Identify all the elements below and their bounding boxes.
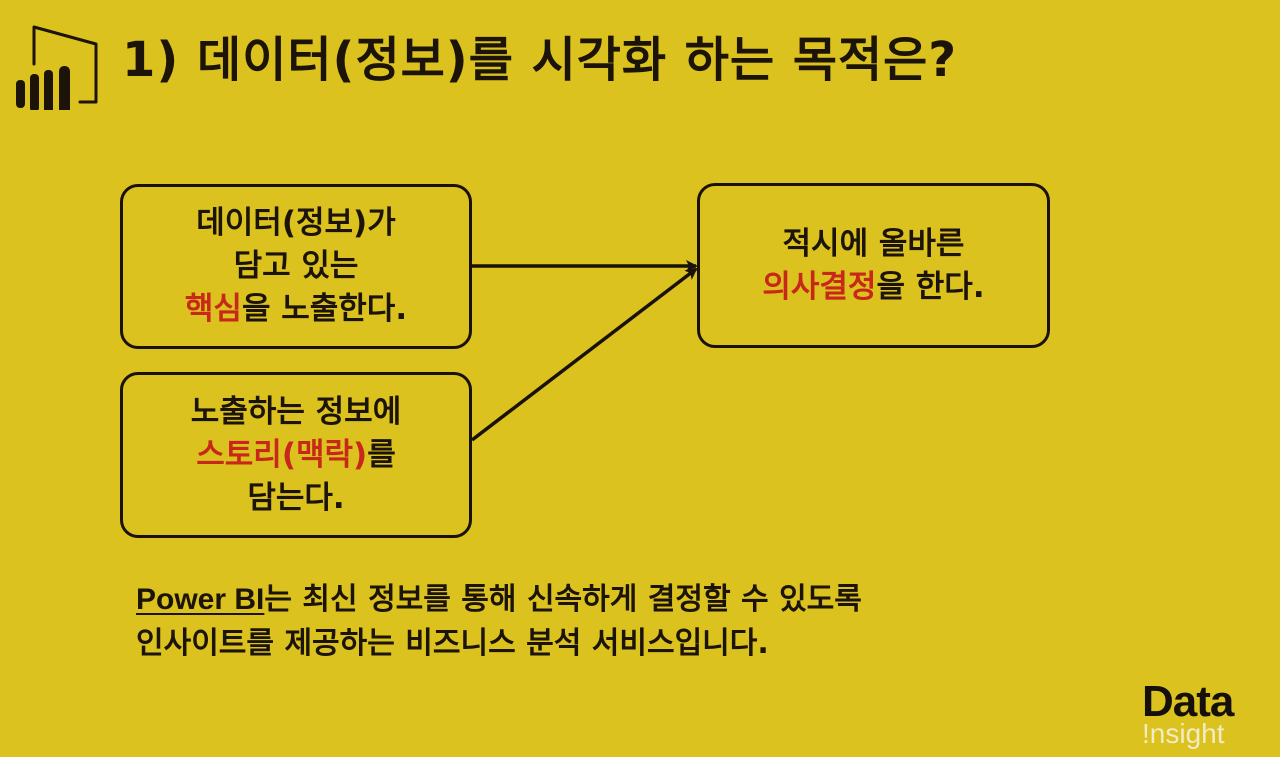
box-story-line2-rest: 를 [367,436,396,473]
power-bi-logo-icon [16,25,98,110]
page-title: 1) 데이터(정보)를 시각화 하는 목적은? [122,32,958,88]
highlight-decision: 의사결정 [762,268,877,305]
box-decision-line2: 의사결정을 한다. [762,266,984,309]
data-insight-watermark: Data !nsight [1142,680,1272,748]
box-story-line3: 담는다. [247,479,345,516]
description-line1: Power BI는 최신 정보를 통해 신속하게 결정할 수 있도록 [136,578,862,622]
description-line2: 인사이트를 제공하는 비즈니스 분석 서비스입니다. [136,626,769,661]
description: Power BI는 최신 정보를 통해 신속하게 결정할 수 있도록 인사이트를… [136,578,862,666]
watermark-data: Data [1142,677,1234,726]
box-core-line1: 데이터(정보)가 [196,205,396,241]
box-core-line3-rest: 을 노출한다. [241,291,408,327]
description-line1-rest: 는 최신 정보를 통해 신속하게 결정할 수 있도록 [264,582,862,617]
box-core-line2: 담고 있는 [233,248,359,284]
box-story-line2: 스토리(맥락)를 [191,434,401,477]
box-story-context: 노출하는 정보에 스토리(맥락)를 담는다. [120,372,472,538]
box-decision-line2-rest: 을 한다. [876,268,985,305]
brand-power-bi: Power BI [136,583,265,616]
watermark-insight: !nsight [1142,718,1225,749]
box-core-insight: 데이터(정보)가 담고 있는 핵심을 노출한다. [120,184,472,349]
box-story-line1: 노출하는 정보에 [190,393,402,430]
highlight-core: 핵심 [184,291,242,327]
highlight-story: 스토리(맥락) [196,436,368,473]
box-decision-line1: 적시에 올바른 [782,225,965,262]
arrow-story-to-decision [470,267,698,442]
box-core-line3: 핵심을 노출한다. [185,288,407,331]
box-decision: 적시에 올바른 의사결정을 한다. [697,183,1050,348]
